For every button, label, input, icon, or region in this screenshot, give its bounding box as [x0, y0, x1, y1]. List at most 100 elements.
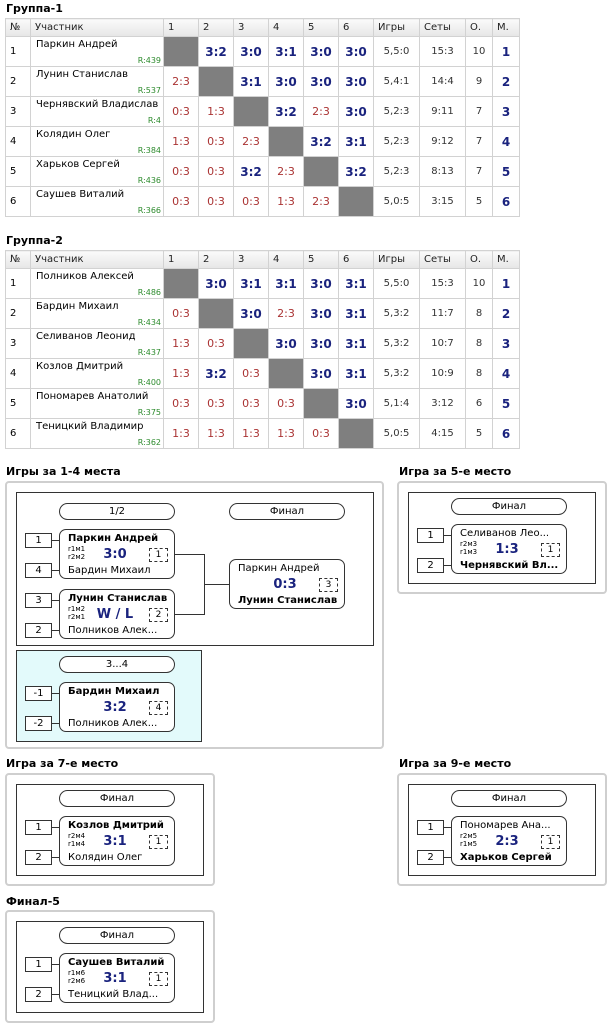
score-cell[interactable]: 3:0	[338, 66, 374, 97]
score-cell[interactable]: 1:3	[163, 328, 199, 359]
score-cell[interactable]: 0:3	[163, 186, 199, 217]
score-cell[interactable]: 3:2	[303, 126, 339, 157]
score-cell[interactable]: 3:1	[338, 328, 374, 359]
score-cell[interactable]: 1:3	[198, 96, 234, 127]
score-cell[interactable]: 0:3	[198, 126, 234, 157]
score-cell[interactable]: 2:3	[268, 156, 304, 187]
match-card[interactable]: Пономарев Ана... r2м5 r1м5 2:3 1 Харьков…	[451, 816, 567, 866]
round-final-label: Финал	[451, 498, 567, 515]
row-number: 4	[5, 358, 31, 389]
score-cell[interactable]: 1:3	[198, 418, 234, 449]
score-cell[interactable]: 3:0	[198, 268, 234, 299]
connector-line	[52, 964, 59, 965]
match-card-third-place[interactable]: Бардин Михаил 3:2 4 Полников Алек...	[59, 682, 175, 732]
score-cell[interactable]: 3:1	[268, 36, 304, 67]
score-cell[interactable]: 1:3	[268, 418, 304, 449]
col-header: Сеты	[419, 250, 466, 269]
score-cell[interactable]: 2:3	[303, 186, 339, 217]
score-cell[interactable]: 3:2	[338, 156, 374, 187]
match-score: 0:3	[273, 577, 297, 592]
score-cell[interactable]: 3:0	[338, 96, 374, 127]
col-header: Игры	[373, 250, 420, 269]
score-cell[interactable]: 1:3	[163, 358, 199, 389]
score-cell[interactable]: 0:3	[198, 328, 234, 359]
score-cell[interactable]: 3:2	[268, 96, 304, 127]
score-cell[interactable]: 0:3	[163, 388, 199, 419]
score-cell[interactable]: 1:3	[163, 418, 199, 449]
participant-rating: R:366	[137, 206, 161, 215]
score-cell[interactable]: 0:3	[268, 388, 304, 419]
match-card[interactable]: Козлов Дмитрий r2м4 r1м4 3:1 1 Колядин О…	[59, 816, 175, 866]
score-cell[interactable]: 3:1	[338, 268, 374, 299]
score-cell[interactable]: 3:0	[268, 328, 304, 359]
match-score: 2:3	[495, 834, 519, 849]
col-header: О.	[465, 250, 493, 269]
seed-box: 3	[25, 593, 52, 608]
score-cell[interactable]: 2:3	[303, 96, 339, 127]
score-cell[interactable]: 2:3	[163, 66, 199, 97]
score-cell[interactable]: 0:3	[303, 418, 339, 449]
match-score: 3:1	[103, 971, 127, 986]
score-cell[interactable]: 3:2	[198, 358, 234, 389]
place-cell: 4	[492, 126, 520, 157]
player-1-name: Паркин Андрей	[68, 533, 159, 544]
player-2-name: Бардин Михаил	[68, 565, 151, 576]
score-cell[interactable]: 0:3	[198, 186, 234, 217]
score-cell[interactable]: 0:3	[198, 156, 234, 187]
score-cell[interactable]: 3:0	[268, 66, 304, 97]
score-cell[interactable]: 3:1	[233, 66, 269, 97]
col-header: 3	[233, 18, 269, 37]
score-cell[interactable]: 3:0	[303, 328, 339, 359]
score-cell[interactable]: 1:3	[233, 418, 269, 449]
points-cell: 10	[465, 268, 493, 299]
match-card-final[interactable]: Паркин Андрей 0:3 3 Лунин Станислав	[229, 559, 345, 609]
score-cell[interactable]: 3:2	[233, 156, 269, 187]
score-cell[interactable]: 0:3	[198, 388, 234, 419]
score-cell[interactable]: 3:1	[338, 126, 374, 157]
score-cell[interactable]: 3:0	[303, 358, 339, 389]
score-cell[interactable]: 3:1	[268, 268, 304, 299]
match-card[interactable]: Селиванов Лео... r2м3 r1м3 1:3 1 Чернявс…	[451, 524, 567, 574]
score-cell[interactable]: 3:0	[303, 268, 339, 299]
score-cell[interactable]: 0:3	[233, 388, 269, 419]
score-cell[interactable]: 3:0	[338, 388, 374, 419]
score-cell[interactable]: 3:2	[198, 36, 234, 67]
score-cell[interactable]: 3:1	[338, 358, 374, 389]
player-1-name: Козлов Дмитрий	[68, 820, 164, 831]
score-cell[interactable]: 3:1	[338, 298, 374, 329]
score-cell[interactable]: 3:0	[233, 36, 269, 67]
score-cell[interactable]: 3:0	[303, 66, 339, 97]
score-cell[interactable]: 0:3	[163, 298, 199, 329]
col-header: Игры	[373, 18, 420, 37]
score-cell[interactable]: 3:0	[303, 36, 339, 67]
score-cell[interactable]: 1:3	[268, 186, 304, 217]
match-number: 1	[541, 543, 560, 557]
score-cell[interactable]: 3:0	[233, 298, 269, 329]
match-card[interactable]: Саушев Виталий r1м6 r2м6 3:1 1 Теницкий …	[59, 953, 175, 1003]
match-card-semi-1[interactable]: Паркин Андрей r1м1 r2м2 3:0 1 Бардин Мих…	[59, 529, 175, 579]
score-cell[interactable]: 3:0	[338, 36, 374, 67]
score-cell[interactable]: 2:3	[268, 298, 304, 329]
final-5-panel: Финал 1 2 Саушев Виталий r1м6 r2м6 3:1 1…	[5, 910, 215, 1023]
score-cell[interactable]: 3:1	[233, 268, 269, 299]
score-cell[interactable]: 0:3	[233, 358, 269, 389]
match-card-semi-2[interactable]: Лунин Станислав r1м2 r2м1 W / L 2 Полник…	[59, 589, 175, 639]
group-1-title: Группа-1	[6, 2, 63, 15]
score-cell[interactable]: 0:3	[233, 186, 269, 217]
score-cell[interactable]: 2:3	[233, 126, 269, 157]
score-cell[interactable]: 3:0	[303, 298, 339, 329]
points-cell: 8	[465, 328, 493, 359]
